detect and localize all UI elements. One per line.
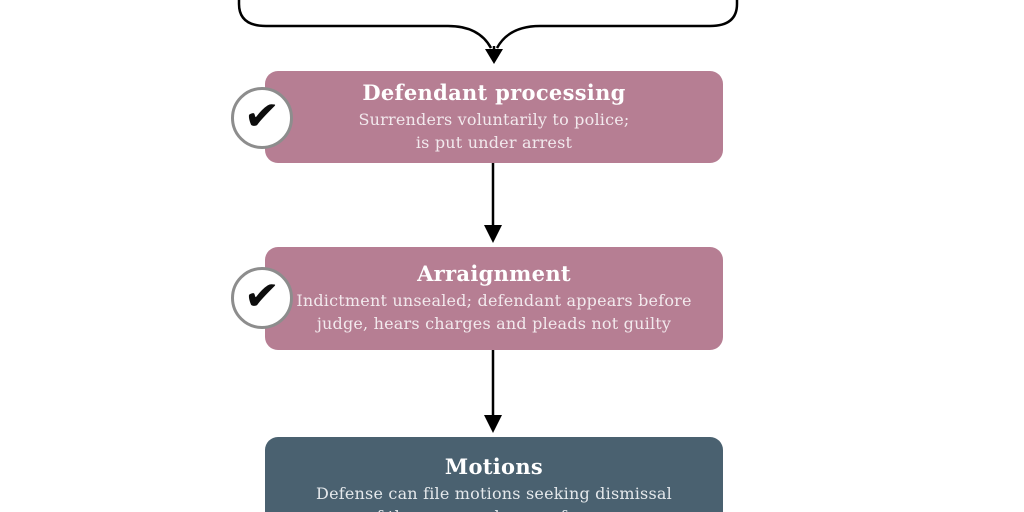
step-arraignment: Arraignment Indictment unsealed; defenda… bbox=[265, 247, 723, 350]
step-motions: Motions Defense can file motions seeking… bbox=[265, 437, 723, 512]
merge-connector-left bbox=[237, 0, 493, 49]
completed-badge: ✔ bbox=[231, 267, 293, 329]
arrow-1-head-icon bbox=[484, 225, 502, 243]
checkmark-icon: ✔ bbox=[242, 89, 282, 141]
merge-connector-right bbox=[495, 0, 739, 49]
step-description: Defense can file motions seeking dismiss… bbox=[316, 483, 672, 512]
arrow-2-head-icon bbox=[484, 415, 502, 433]
completed-badge: ✔ bbox=[231, 87, 293, 149]
step-title: Defendant processing bbox=[362, 79, 626, 105]
step-title: Motions bbox=[444, 453, 544, 479]
checkmark-icon: ✔ bbox=[242, 269, 282, 321]
step-title: Arraignment bbox=[417, 261, 571, 287]
merge-arrowhead-icon bbox=[485, 49, 503, 64]
step-description: Surrenders voluntarily to police; is put… bbox=[358, 109, 630, 152]
step-defendant-processing: Defendant processing Surrenders voluntar… bbox=[265, 71, 723, 163]
step-description: Indictment unsealed; defendant appears b… bbox=[296, 291, 692, 333]
